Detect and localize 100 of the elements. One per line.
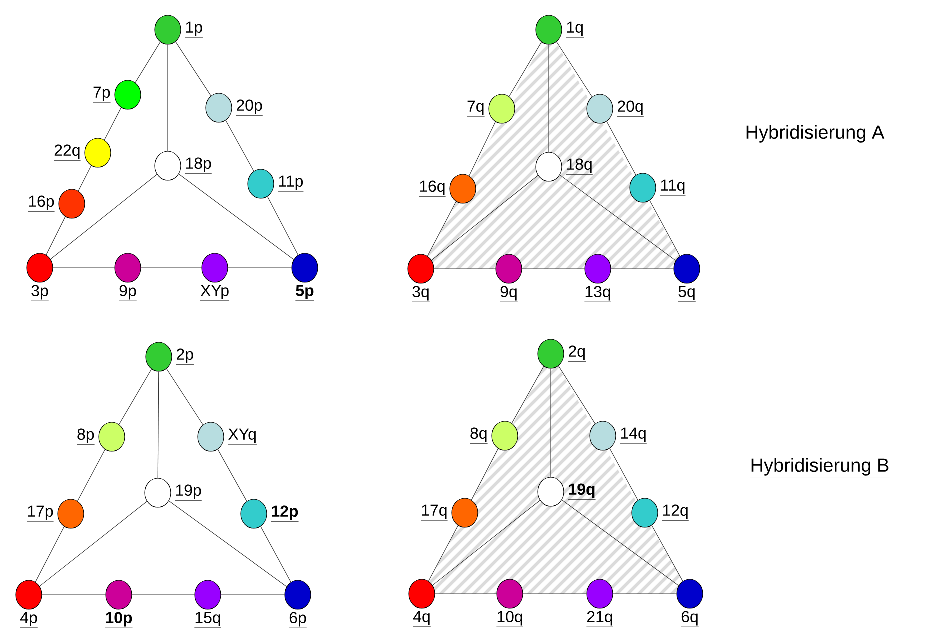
circle — [84, 138, 112, 168]
line — [606, 121, 636, 176]
chromosome-label: 20p — [236, 100, 264, 116]
line — [260, 526, 292, 583]
line — [611, 268, 674, 270]
line — [558, 366, 596, 424]
line — [610, 448, 638, 501]
line — [432, 500, 540, 586]
circle — [292, 253, 318, 283]
circle — [206, 93, 232, 123]
chromosome-label: 6q — [680, 611, 700, 628]
line — [548, 44, 550, 152]
chromosome-label: 8p — [76, 428, 95, 445]
circle — [144, 478, 172, 508]
line — [104, 108, 122, 140]
line — [556, 42, 593, 98]
line — [550, 368, 552, 478]
line — [176, 42, 212, 96]
line — [522, 268, 585, 270]
line — [471, 448, 499, 500]
chromosome-label: 11q — [660, 180, 686, 196]
circle — [538, 477, 564, 507]
circle — [98, 422, 126, 452]
circle — [536, 152, 562, 182]
circle — [632, 498, 658, 528]
circle — [58, 189, 86, 219]
circle — [630, 173, 656, 203]
circle — [202, 253, 228, 283]
chromosome-label: 12p — [271, 506, 299, 522]
chromosome-label: 10q — [496, 611, 524, 628]
chromosome-label: 5p — [295, 285, 315, 302]
chromosome-label: 3p — [30, 285, 50, 302]
chromosome-label: 9p — [118, 285, 138, 302]
circle — [154, 15, 182, 45]
line — [267, 196, 299, 256]
circle — [450, 174, 476, 204]
circle — [16, 580, 42, 610]
circle — [496, 254, 522, 284]
circle — [586, 579, 614, 609]
chromosome-label: 7q — [466, 100, 485, 117]
line — [509, 42, 542, 97]
line — [428, 525, 459, 582]
chromosome-label: 8q — [470, 428, 488, 444]
line — [168, 500, 288, 588]
chromosome-label: 17q — [420, 504, 448, 521]
circle — [26, 253, 54, 283]
circle — [536, 15, 562, 45]
chromosome-label: 2p — [176, 348, 194, 365]
line — [40, 501, 148, 587]
circle — [114, 253, 142, 283]
circle — [408, 579, 436, 609]
circle — [590, 421, 616, 451]
line — [78, 166, 92, 192]
chromosome-label: 4q — [412, 611, 432, 628]
line — [158, 372, 160, 478]
chromosome-label: 18q — [566, 158, 594, 175]
line — [226, 120, 254, 172]
line — [218, 449, 248, 502]
chromosome-label: 3q — [412, 286, 430, 302]
circle — [154, 151, 182, 181]
line — [46, 216, 66, 256]
chromosome-label: 19p — [175, 484, 202, 501]
circle — [676, 579, 704, 609]
circle — [586, 94, 614, 124]
line — [42, 594, 106, 596]
circle — [146, 342, 172, 372]
circle — [538, 339, 564, 369]
chromosome-label: 18p — [185, 158, 212, 174]
circle — [114, 80, 142, 110]
chromosome-label: 22q — [54, 144, 81, 161]
chromosome-label: 21q — [586, 611, 614, 628]
circle — [488, 94, 516, 124]
line — [178, 174, 294, 260]
chromosome-label: 17p — [26, 506, 54, 522]
circle — [284, 580, 312, 610]
circle — [106, 580, 132, 610]
circle — [248, 169, 274, 199]
chromosome-label: 13q — [584, 286, 612, 302]
line — [469, 122, 496, 176]
line — [35, 526, 65, 582]
chromosome-label: 14q — [620, 428, 648, 444]
line — [427, 201, 457, 257]
circle — [496, 579, 524, 609]
circle — [584, 254, 612, 284]
chromosome-label: 7p — [92, 86, 111, 103]
chromosome-label: 12q — [662, 504, 690, 521]
line — [650, 200, 680, 257]
chromosome-label: 20q — [617, 100, 644, 117]
heading: Hybridisierung A — [745, 125, 885, 144]
chromosome-label: 1p — [185, 22, 204, 38]
line — [135, 42, 161, 84]
circle — [58, 499, 84, 529]
chromosome-label: 19q — [568, 484, 596, 500]
line — [221, 594, 285, 596]
chromosome-label: 9q — [500, 286, 518, 302]
chromosome-label: 2q — [568, 346, 586, 362]
chromosome-label: XYq — [228, 428, 258, 445]
heading: Hybridisierung B — [750, 458, 890, 478]
line — [118, 369, 152, 425]
line — [434, 268, 496, 270]
